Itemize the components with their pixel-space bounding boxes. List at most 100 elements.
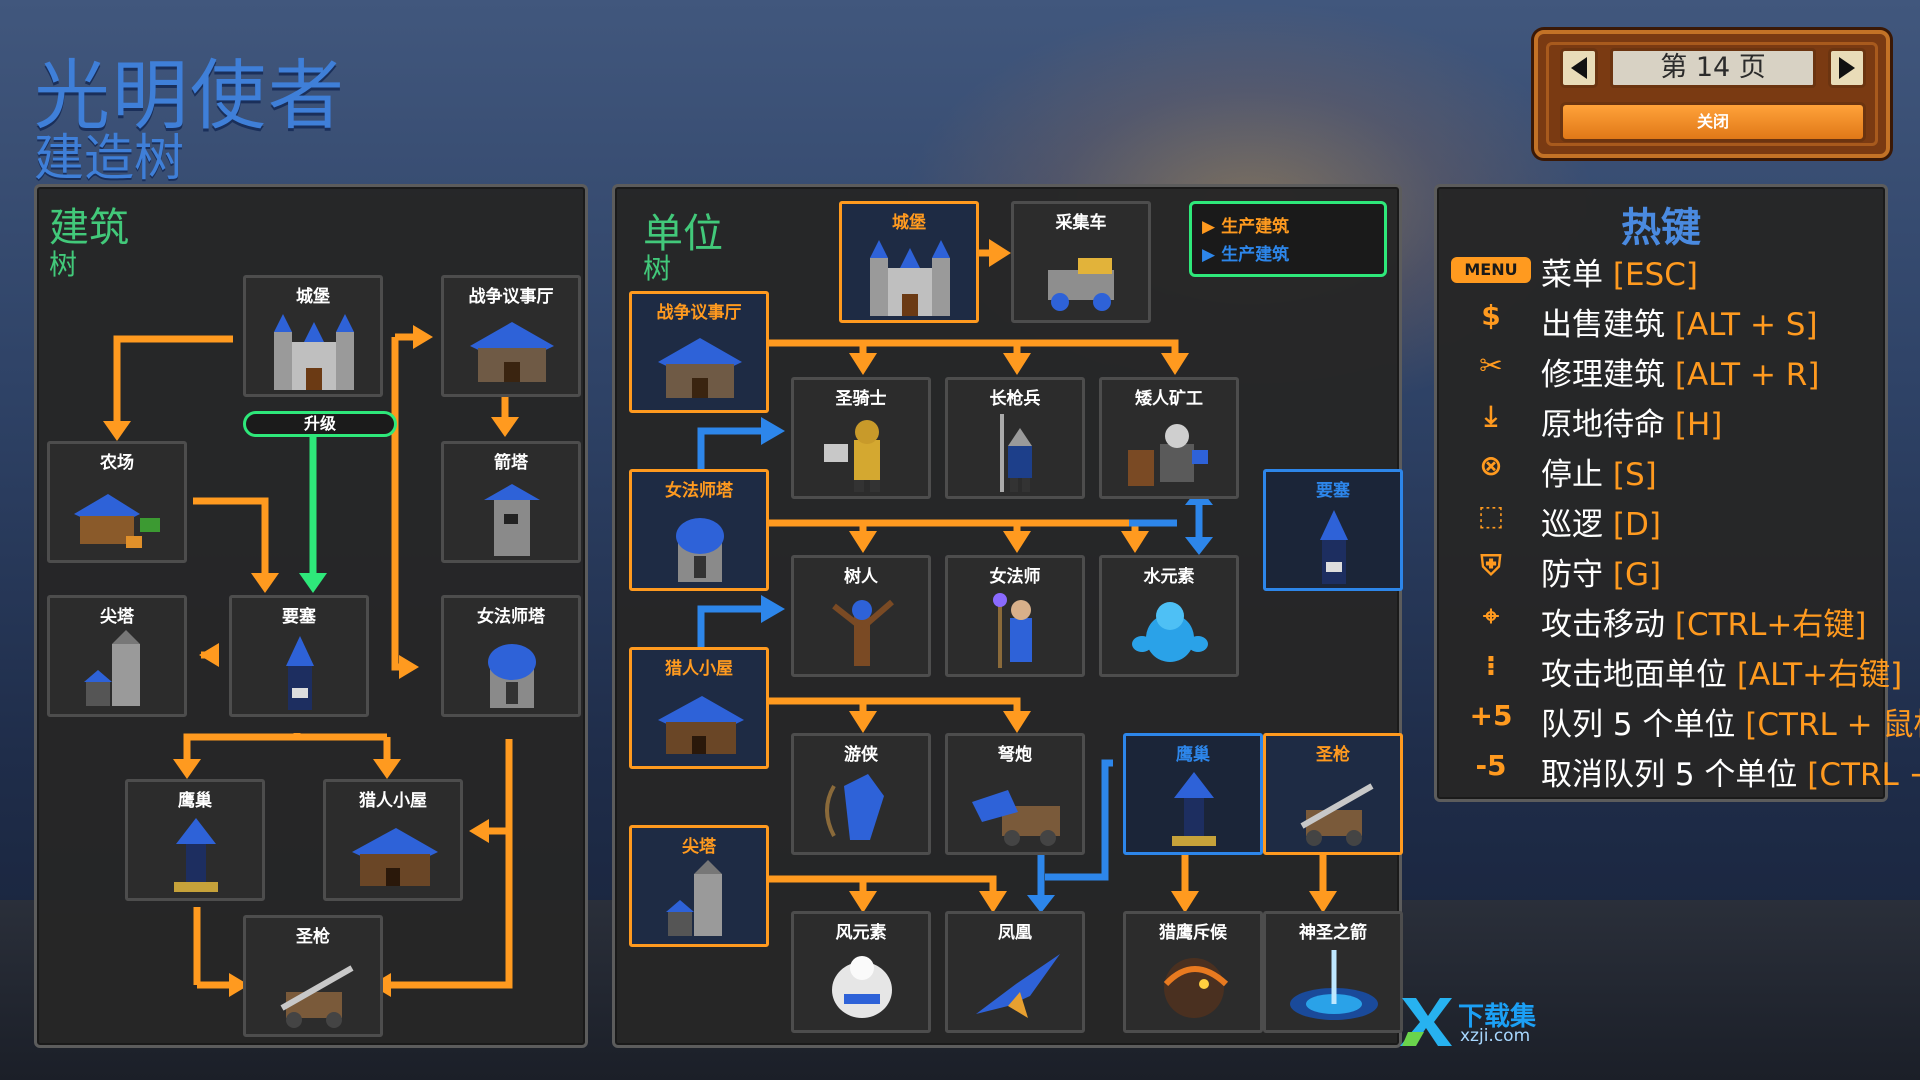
building-mage-tower-node[interactable]: 女法师塔: [441, 595, 581, 717]
unit-treant-node[interactable]: 树人: [791, 555, 931, 677]
hotkey-key: [S]: [1612, 457, 1657, 493]
close-button[interactable]: 关闭: [1560, 102, 1866, 142]
unit-hunter-lodge-node[interactable]: 猎人小屋: [629, 647, 769, 769]
hotkey-action: 防守: [1541, 557, 1603, 593]
fortress-icon: [1320, 510, 1348, 584]
hotkey-row: ✂修理建筑 [ALT + R]: [1437, 349, 1885, 393]
hotkey-row: $ 出售建筑 [ALT + S]: [1437, 299, 1885, 343]
units-panel-subtitle: 树: [643, 252, 672, 285]
hotkey-row: +5 队列 5 个单位 [CTRL + 鼠标左: [1437, 699, 1920, 743]
building-eyrie-node[interactable]: 鹰巢: [125, 779, 265, 901]
hotkey-action: 巡逻: [1541, 507, 1603, 543]
node-label: 战争议事厅: [468, 287, 554, 307]
page-number-display: 第 14 页: [1610, 48, 1816, 88]
hotkey-icon: +5: [1469, 699, 1513, 732]
farm-icon: [74, 494, 160, 548]
node-label: 农场: [100, 453, 134, 473]
faction-title: 光明使者: [34, 51, 346, 140]
next-page-button[interactable]: [1828, 48, 1866, 88]
node-label: 尖塔: [100, 607, 134, 627]
unit-fortress-node[interactable]: 要塞: [1263, 469, 1403, 591]
node-label: 鹰巢: [178, 791, 212, 811]
node-label: 神圣之箭: [1299, 923, 1367, 943]
node-label: 圣枪: [296, 927, 330, 947]
hotkey-icon: ⛨: [1480, 549, 1502, 582]
hotkey-icon: ⌖: [1483, 599, 1499, 632]
hotkey-key: [G]: [1612, 557, 1662, 593]
arrow-left-icon: [1571, 57, 1587, 79]
building-fortress-node[interactable]: 要塞: [229, 595, 369, 717]
node-label: 猎鹰斥候: [1159, 923, 1227, 943]
unit-ranger-node[interactable]: 游侠: [791, 733, 931, 855]
unit-harvester-node[interactable]: 采集车: [1011, 201, 1151, 323]
buildings-tree-panel: 建筑 树: [34, 184, 588, 1048]
unit-castle-node[interactable]: 城堡: [839, 201, 979, 323]
hotkey-label: 防守 [G]: [1541, 549, 1661, 594]
hotkey-label: 攻击地面单位 [ALT+右键]: [1541, 649, 1902, 694]
node-label: 城堡: [296, 287, 330, 307]
building-hunter-lodge-node[interactable]: 猎人小屋: [323, 779, 463, 901]
war-hall-icon: [470, 322, 554, 382]
building-holy-lance-node[interactable]: 圣枪: [243, 915, 383, 1037]
hotkey-action: 停止: [1541, 457, 1603, 493]
building-arrow-tower-node[interactable]: 箭塔: [441, 441, 581, 563]
unit-sorceress-node[interactable]: 女法师: [945, 555, 1085, 677]
hotkey-key: [D]: [1612, 507, 1661, 543]
unit-holy-arrow-node[interactable]: 神圣之箭: [1263, 911, 1403, 1033]
hotkey-key: [ALT + R]: [1674, 357, 1820, 393]
hotkey-icon: $: [1481, 299, 1501, 332]
treant-icon: [832, 599, 894, 666]
hotkey-label: 队列 5 个单位 [CTRL + 鼠标左: [1541, 699, 1920, 744]
unit-mage-tower-node[interactable]: 女法师塔: [629, 469, 769, 591]
unit-water-elemental-node[interactable]: 水元素: [1099, 555, 1239, 677]
hotkey-action: 出售建筑: [1541, 307, 1665, 343]
building-war-hall-node[interactable]: 战争议事厅: [441, 275, 581, 397]
hotkey-action: 菜单: [1541, 257, 1603, 293]
hotkey-key: [ESC]: [1612, 257, 1698, 293]
building-castle-node[interactable]: 城堡: [243, 275, 383, 397]
node-label: 圣骑士: [835, 389, 887, 409]
hotkey-label: 取消队列 5 个单位 [CTRL + 鼠: [1541, 749, 1920, 794]
watermark-text: 下载集: [1458, 1002, 1537, 1032]
ballista-icon: [972, 790, 1060, 846]
prev-page-button[interactable]: [1560, 48, 1598, 88]
water-elemental-icon: [1132, 602, 1208, 662]
hotkey-key: [CTRL+右键]: [1674, 607, 1867, 643]
unit-paladin-node[interactable]: 圣骑士: [791, 377, 931, 499]
hotkey-row: ⊗停止 [S]: [1437, 449, 1885, 493]
unit-war-hall-node[interactable]: 战争议事厅: [629, 291, 769, 413]
building-spire-node[interactable]: 尖塔: [47, 595, 187, 717]
legend-label: 生产建筑: [1221, 217, 1290, 237]
node-label: 猎人小屋: [665, 659, 733, 679]
sorceress-icon: [993, 593, 1032, 668]
unit-holy-lance-node[interactable]: 圣枪: [1263, 733, 1403, 855]
hotkey-key: [ALT + S]: [1674, 307, 1818, 343]
unit-dwarf-miner-node[interactable]: 矮人矿工: [1099, 377, 1239, 499]
node-label: 城堡: [892, 213, 926, 233]
falcon-scout-icon: [1163, 958, 1229, 1018]
unit-spire-node[interactable]: 尖塔: [629, 825, 769, 947]
hotkey-icon: -5: [1475, 749, 1507, 782]
unit-ballista-node[interactable]: 弩炮: [945, 733, 1085, 855]
mage-tower-icon: [488, 644, 536, 708]
hotkey-row: ⛨ 防守 [G]: [1437, 549, 1885, 593]
unit-phoenix-node[interactable]: 凤凰: [945, 911, 1085, 1033]
upgrade-tag: 升级: [243, 411, 397, 437]
holy-arrow-icon: [1290, 950, 1378, 1020]
node-label: 树人: [844, 567, 878, 587]
unit-falcon-scout-node[interactable]: 猎鹰斥候: [1123, 911, 1263, 1033]
unit-wind-elemental-node[interactable]: 风元素: [791, 911, 931, 1033]
unit-eyrie-node[interactable]: 鹰巢: [1123, 733, 1263, 855]
watermark-x-logo-icon: [1400, 998, 1452, 1046]
buildings-tree-connectors: [103, 325, 519, 997]
site-watermark: 下载集 xzji.com: [1398, 992, 1548, 1052]
node-label: 猎人小屋: [359, 791, 427, 811]
hotkey-row: ⬚巡逻 [D]: [1437, 499, 1885, 543]
hotkey-action: 攻击地面单位: [1541, 657, 1727, 693]
unit-pikeman-node[interactable]: 长枪兵: [945, 377, 1085, 499]
build-tree-subtitle: 建造树: [34, 129, 184, 187]
building-farm-node[interactable]: 农场: [47, 441, 187, 563]
hotkey-label: 巡逻 [D]: [1541, 499, 1661, 544]
